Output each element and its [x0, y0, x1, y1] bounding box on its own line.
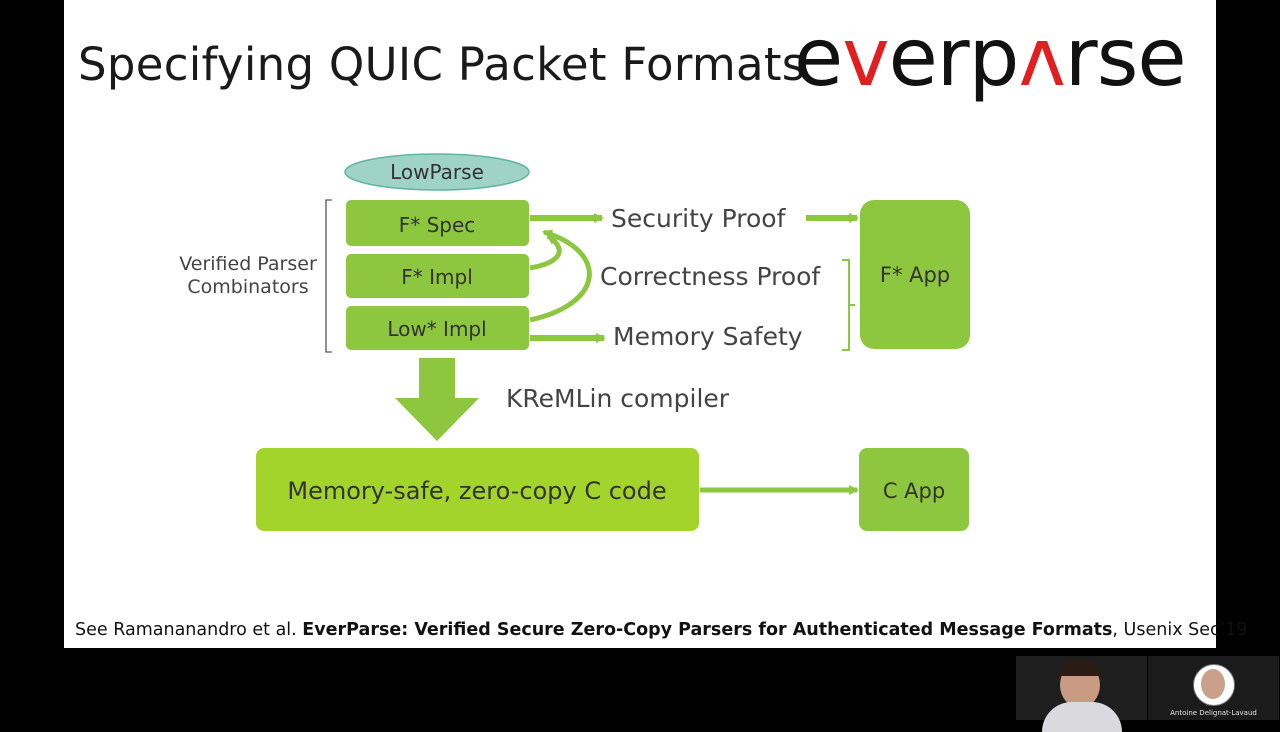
- low-impl-label: Low* Impl: [387, 317, 486, 341]
- side-label-line2: Combinators: [187, 276, 308, 298]
- low-impl-box: [346, 306, 529, 350]
- memory-safety-label: Memory Safety: [613, 322, 803, 351]
- citation-suffix: , Usenix Sec’19: [1112, 620, 1248, 640]
- fstar-spec-label: F* Spec: [399, 213, 476, 237]
- left-bracket: [325, 199, 332, 353]
- right-bracket: [842, 259, 855, 351]
- curve-impl-to-spec: [529, 233, 562, 271]
- c-app-box: [859, 448, 969, 531]
- lowparse-ellipse: [344, 153, 530, 191]
- citation-prefix: See Ramananandro et al.: [75, 620, 303, 640]
- slide: Specifying QUIC Packet Formats everpʌrse…: [64, 0, 1247, 648]
- speaker-shoulders: [1042, 702, 1122, 732]
- fstar-app-label: F* App: [880, 263, 950, 287]
- fstar-app-box: [860, 200, 970, 349]
- fstar-impl-label: F* Impl: [401, 265, 473, 289]
- c-code-box: [256, 448, 699, 531]
- compile-down-arrow: [395, 358, 479, 441]
- kremlin-compiler-label: KReMLin compiler: [506, 384, 730, 413]
- participant-video-tile[interactable]: Antoine Delignat-Lavaud: [1148, 656, 1279, 720]
- citation-title: EverParse: Verified Secure Zero-Copy Par…: [302, 620, 1113, 640]
- fstar-spec-box: [346, 200, 529, 246]
- citation: See Ramananandro et al. EverParse: Verif…: [75, 620, 1247, 640]
- speaker-video-tile[interactable]: [1016, 656, 1147, 732]
- correctness-proof-label: Correctness Proof: [600, 262, 821, 291]
- c-code-label: Memory-safe, zero-copy C code: [287, 477, 666, 505]
- fstar-impl-box: [346, 254, 529, 298]
- participant-face: [1201, 669, 1225, 699]
- everparse-logo: everpʌrse: [794, 11, 1187, 104]
- speaker-hair: [1060, 660, 1100, 676]
- security-proof-label: Security Proof: [611, 204, 787, 233]
- c-app-label: C App: [883, 479, 945, 503]
- curve-low-to-spec: [529, 229, 592, 323]
- architecture-diagram: LowParse Verified Parser Combinators F* …: [179, 153, 970, 531]
- side-label-line1: Verified Parser: [179, 253, 317, 275]
- participant-name: Antoine Delignat-Lavaud: [1170, 709, 1257, 717]
- lowparse-label: LowParse: [390, 160, 484, 184]
- slide-title: Specifying QUIC Packet Formats: [78, 38, 806, 91]
